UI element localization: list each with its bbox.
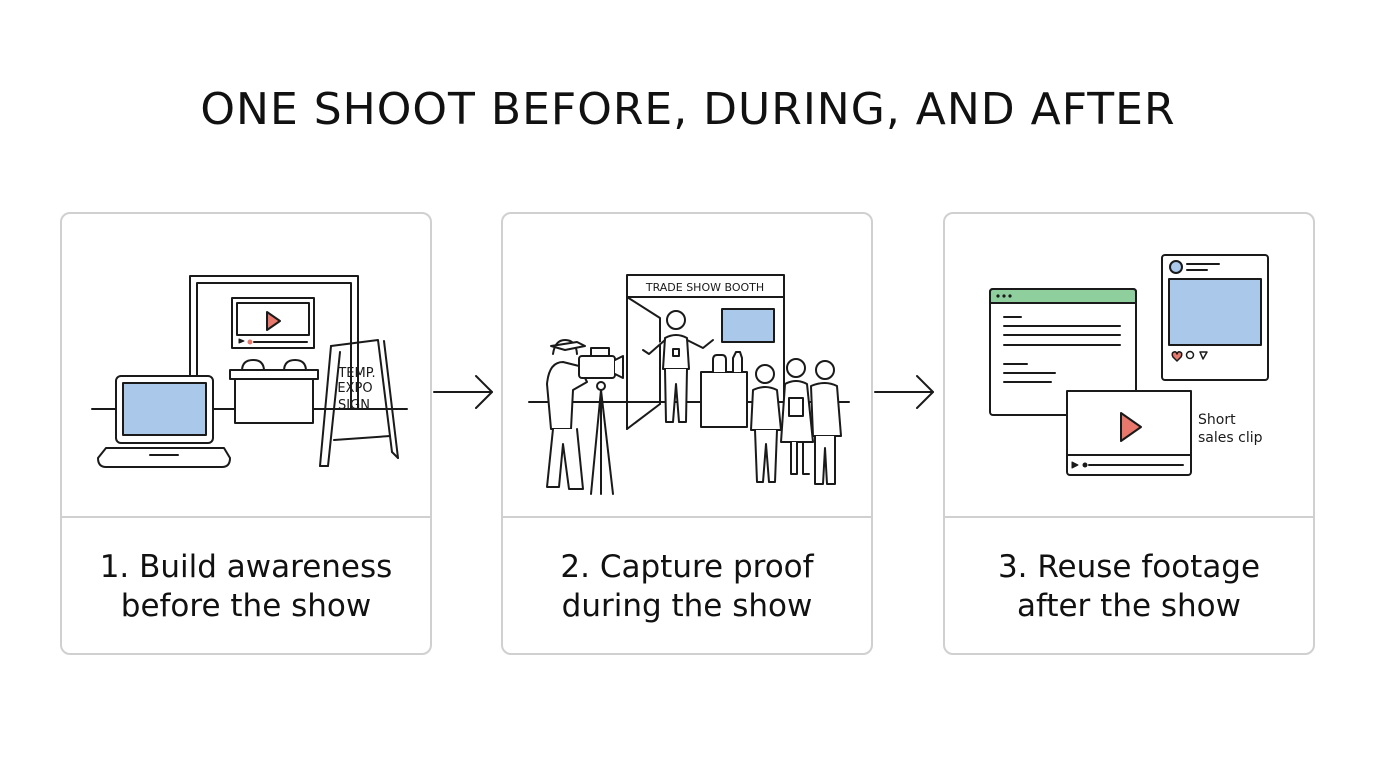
- clip-label-line-2: sales clip: [1198, 430, 1263, 446]
- arrow-right-icon: [874, 375, 934, 409]
- capture-illustration: TRADE SHOW BOOTH: [528, 274, 850, 495]
- card-divider: [945, 516, 1313, 518]
- browser-window-icon: [989, 288, 1137, 416]
- step-card-2: TRADE SHOW BOOTH 2. Capture proof during…: [501, 212, 873, 655]
- card-divider: [503, 516, 871, 518]
- page-title: ONE SHOOT BEFORE, DURING, AND AFTER: [200, 84, 1176, 135]
- caption-line-2: after the show: [1016, 588, 1242, 624]
- step-caption-1: 1. Build awareness before the show: [62, 548, 430, 626]
- caption-line-1: 2. Capture proof: [560, 549, 814, 585]
- step-caption-2: 2. Capture proof during the show: [503, 548, 871, 626]
- social-post-icon: [1161, 254, 1269, 381]
- step-caption-3: 3. Reuse footage after the show: [945, 548, 1313, 626]
- awareness-illustration: TEMP. EXPO SIGN: [91, 275, 408, 468]
- caption-line-2: before the show: [120, 588, 372, 624]
- presenter-figure: [642, 310, 714, 423]
- step-card-1: TEMP. EXPO SIGN 1. Build awareness befor…: [60, 212, 432, 655]
- video-player-icon: [1066, 390, 1192, 476]
- booth-counter: [229, 359, 319, 424]
- visitor-group: [750, 358, 842, 485]
- step-card-3: Short sales clip 3. Reuse footage after …: [943, 212, 1315, 655]
- caption-line-1: 3. Reuse footage: [997, 549, 1261, 585]
- booth-counter-with-products: [700, 351, 748, 428]
- laptop-icon: [97, 375, 231, 468]
- caption-line-2: during the show: [561, 588, 813, 624]
- sign-text-line-2: EXPO: [337, 381, 372, 396]
- sign-text-line-1: TEMP.: [337, 366, 375, 381]
- camera-operator-figure: [546, 339, 624, 495]
- sign-text-line-3: SIGN: [338, 398, 370, 413]
- clip-label-line-1: Short: [1198, 412, 1236, 428]
- card-divider: [62, 516, 430, 518]
- expo-sign-icon: [319, 339, 399, 467]
- arrow-right-icon: [433, 375, 493, 409]
- video-monitor-icon: [231, 297, 315, 349]
- reuse-illustration: Short sales clip: [989, 254, 1269, 476]
- caption-line-1: 1. Build awareness: [99, 549, 393, 585]
- booth-sign-label: TRADE SHOW BOOTH: [645, 281, 764, 294]
